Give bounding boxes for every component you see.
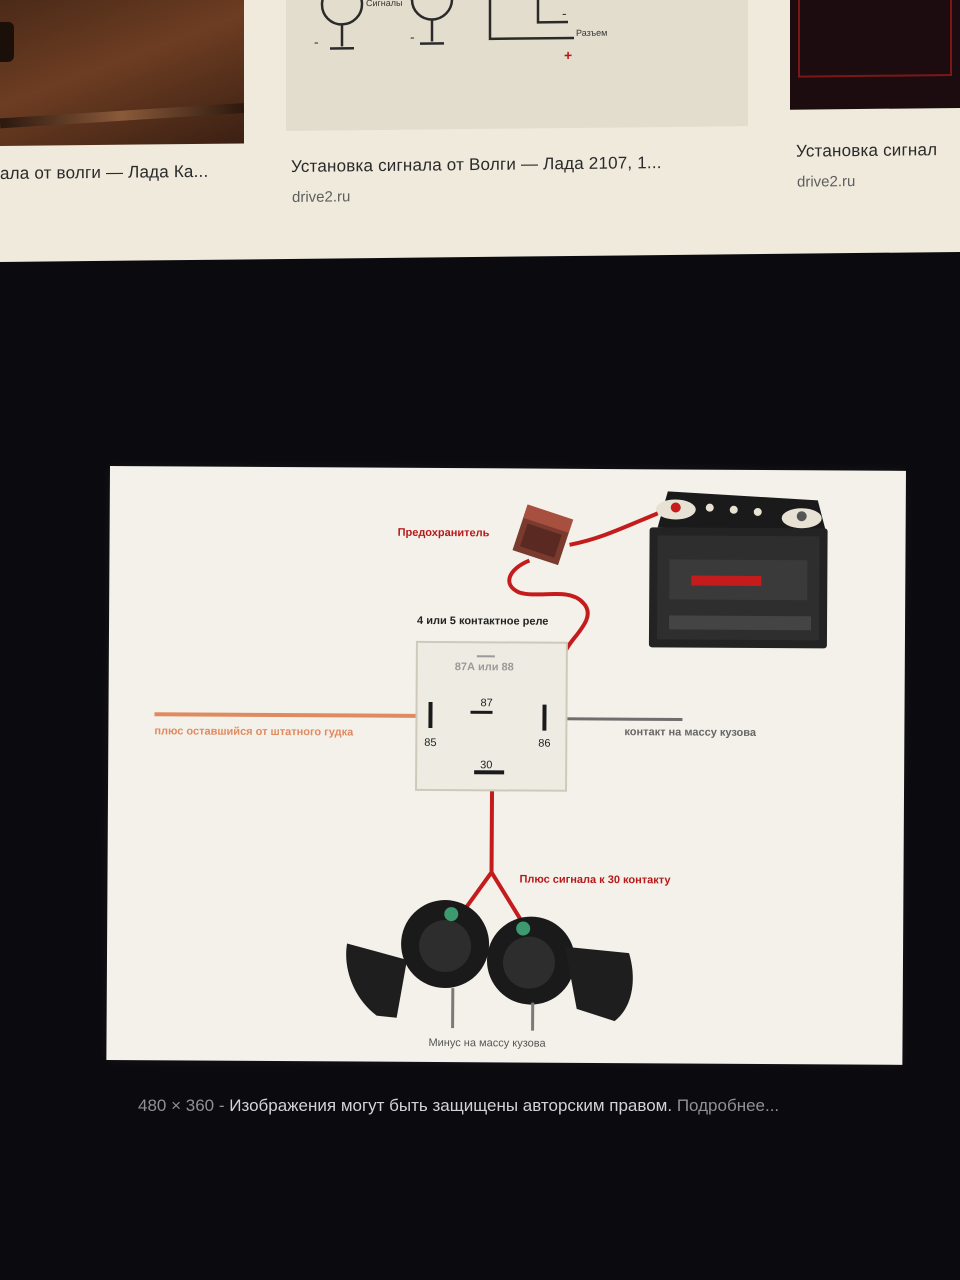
- relay-pin-86-label: 86: [538, 738, 550, 750]
- image-results-strip: Сигналы Разъем - - - + ала от волги — Ла…: [0, 0, 960, 263]
- separator: -: [218, 1096, 225, 1115]
- horn-left-icon: [346, 900, 490, 1029]
- more-link[interactable]: Подробнее...: [676, 1096, 780, 1115]
- ground-label: Минус на массу кузова: [428, 1037, 546, 1050]
- thumbnail-photo-detail: [798, 0, 952, 78]
- right-wire-label: контакт на массу кузова: [624, 726, 757, 739]
- result-thumbnail-3[interactable]: [790, 0, 960, 110]
- result-title-2[interactable]: Установка сигнала от Волги — Лада 2107, …: [291, 153, 662, 176]
- thumbnail-text: Сигналы: [366, 0, 403, 8]
- signal-label: Плюс сигнала к 30 контакту: [519, 874, 671, 887]
- wiring-sketch-thumbnail: Сигналы Разъем - - - +: [314, 0, 607, 63]
- relay-pin-87a-label: 87А или 88: [455, 661, 514, 673]
- thumbnail-photo-detail: [0, 21, 14, 63]
- fuse-label: Предохранитель: [398, 527, 490, 540]
- fuse-icon: [512, 504, 574, 566]
- relay-title: 4 или 5 контактное реле: [417, 615, 548, 628]
- left-horn-wire: [154, 712, 429, 718]
- battery-icon: [648, 491, 828, 649]
- result-source-2[interactable]: drive2.ru: [292, 188, 351, 206]
- relay-to-horns-wire: [459, 776, 523, 922]
- horn-right-icon: [486, 916, 633, 1031]
- relay-pin-30-label: 30: [480, 759, 492, 771]
- relay-box: [415, 640, 568, 792]
- thumbnail-text: -: [410, 29, 415, 45]
- result-thumbnail-1[interactable]: [0, 0, 244, 146]
- battery-to-fuse-wire: [569, 511, 659, 547]
- thumbnail-text: -: [562, 5, 567, 21]
- copyright-notice: Изображения могут быть защищены авторски…: [229, 1096, 673, 1115]
- result-source-3[interactable]: drive2.ru: [797, 173, 856, 191]
- preview-image[interactable]: Предохранитель 4 или 5 контактное реле 8…: [106, 466, 906, 1065]
- image-dimensions: 480 × 360: [138, 1096, 215, 1115]
- result-title-1[interactable]: ала от волги — Лада Ка...: [0, 161, 209, 183]
- wiring-diagram: Предохранитель 4 или 5 контактное реле 8…: [154, 491, 828, 1050]
- thumbnail-text: +: [564, 47, 572, 63]
- relay-pin-87-label: 87: [481, 697, 493, 709]
- image-info-line: 480 × 360 - Изображения могут быть защищ…: [138, 1096, 779, 1116]
- thumbnail-text: Разъем: [576, 28, 607, 38]
- thumbnail-text: -: [314, 34, 319, 50]
- result-title-3[interactable]: Установка сигнал: [796, 140, 938, 161]
- left-wire-label: плюс оставшийся от штатного гудка: [154, 725, 354, 738]
- thumbnail-photo-detail: [0, 103, 244, 129]
- result-thumbnail-2[interactable]: Сигналы Разъем - - - +: [286, 0, 748, 132]
- relay-pin-85-label: 85: [424, 737, 436, 749]
